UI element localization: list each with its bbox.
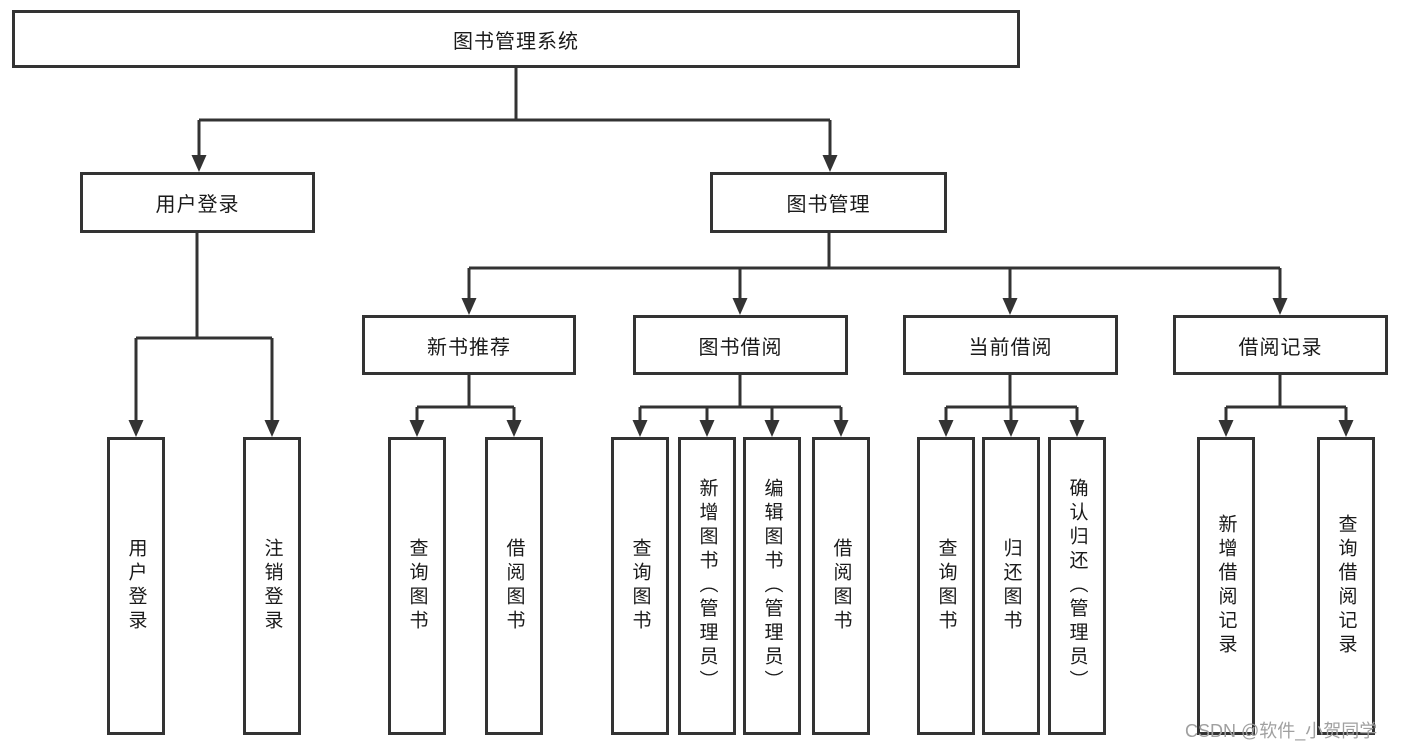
node-current-borrow: 当前借阅	[903, 315, 1118, 375]
leaf-logout: 注销登录	[243, 437, 301, 735]
node-new-book-recommend: 新书推荐	[362, 315, 576, 375]
leaf-query-books-current: 查询图书	[917, 437, 975, 735]
leaf-label: 查询图书	[406, 538, 428, 634]
node-label: 用户登录	[155, 194, 240, 216]
leaf-edit-books-admin: 编辑图书（管理员）	[743, 437, 801, 735]
node-user-login: 用户登录	[80, 172, 315, 233]
leaf-add-borrow-record: 新增借阅记录	[1197, 437, 1255, 735]
leaf-user-login: 用户登录	[107, 437, 165, 735]
leaf-add-books-admin: 新增图书（管理员）	[678, 437, 736, 735]
node-label: 图书借阅	[698, 336, 783, 359]
node-label: 借阅记录	[1238, 336, 1323, 359]
csdn-watermark: CSDN @软件_小贺同学	[1185, 721, 1378, 741]
leaf-query-books-recommend: 查询图书	[388, 437, 446, 735]
leaf-label: 借阅图书	[503, 538, 525, 634]
node-label: 图书管理	[786, 194, 871, 216]
node-root-system: 图书管理系统	[12, 10, 1020, 68]
leaf-confirm-return-admin: 确认归还（管理员）	[1048, 437, 1106, 735]
leaf-label: 新增图书（管理员）	[696, 478, 718, 694]
leaf-label: 确认归还（管理员）	[1066, 478, 1088, 694]
leaf-label: 归还图书	[1000, 538, 1022, 634]
node-borrow-record: 借阅记录	[1173, 315, 1388, 375]
leaf-label: 查询图书	[629, 538, 651, 634]
leaf-label: 编辑图书（管理员）	[761, 478, 783, 694]
leaf-label: 查询借阅记录	[1335, 514, 1357, 658]
leaf-label: 借阅图书	[830, 538, 852, 634]
leaf-label: 注销登录	[261, 538, 283, 634]
leaf-query-books-borrow: 查询图书	[611, 437, 669, 735]
node-book-management: 图书管理	[710, 172, 947, 233]
node-label: 新书推荐	[427, 336, 511, 359]
leaf-borrow-books-recommend: 借阅图书	[485, 437, 543, 735]
leaf-return-books: 归还图书	[982, 437, 1040, 735]
node-label: 当前借阅	[968, 336, 1053, 359]
leaf-label: 用户登录	[125, 538, 147, 634]
leaf-borrow-books: 借阅图书	[812, 437, 870, 735]
node-book-borrow: 图书借阅	[633, 315, 848, 375]
leaf-label: 新增借阅记录	[1215, 514, 1237, 658]
node-label: 图书管理系统	[453, 30, 579, 53]
leaf-label: 查询图书	[935, 538, 957, 634]
leaf-query-borrow-record: 查询借阅记录	[1317, 437, 1375, 735]
